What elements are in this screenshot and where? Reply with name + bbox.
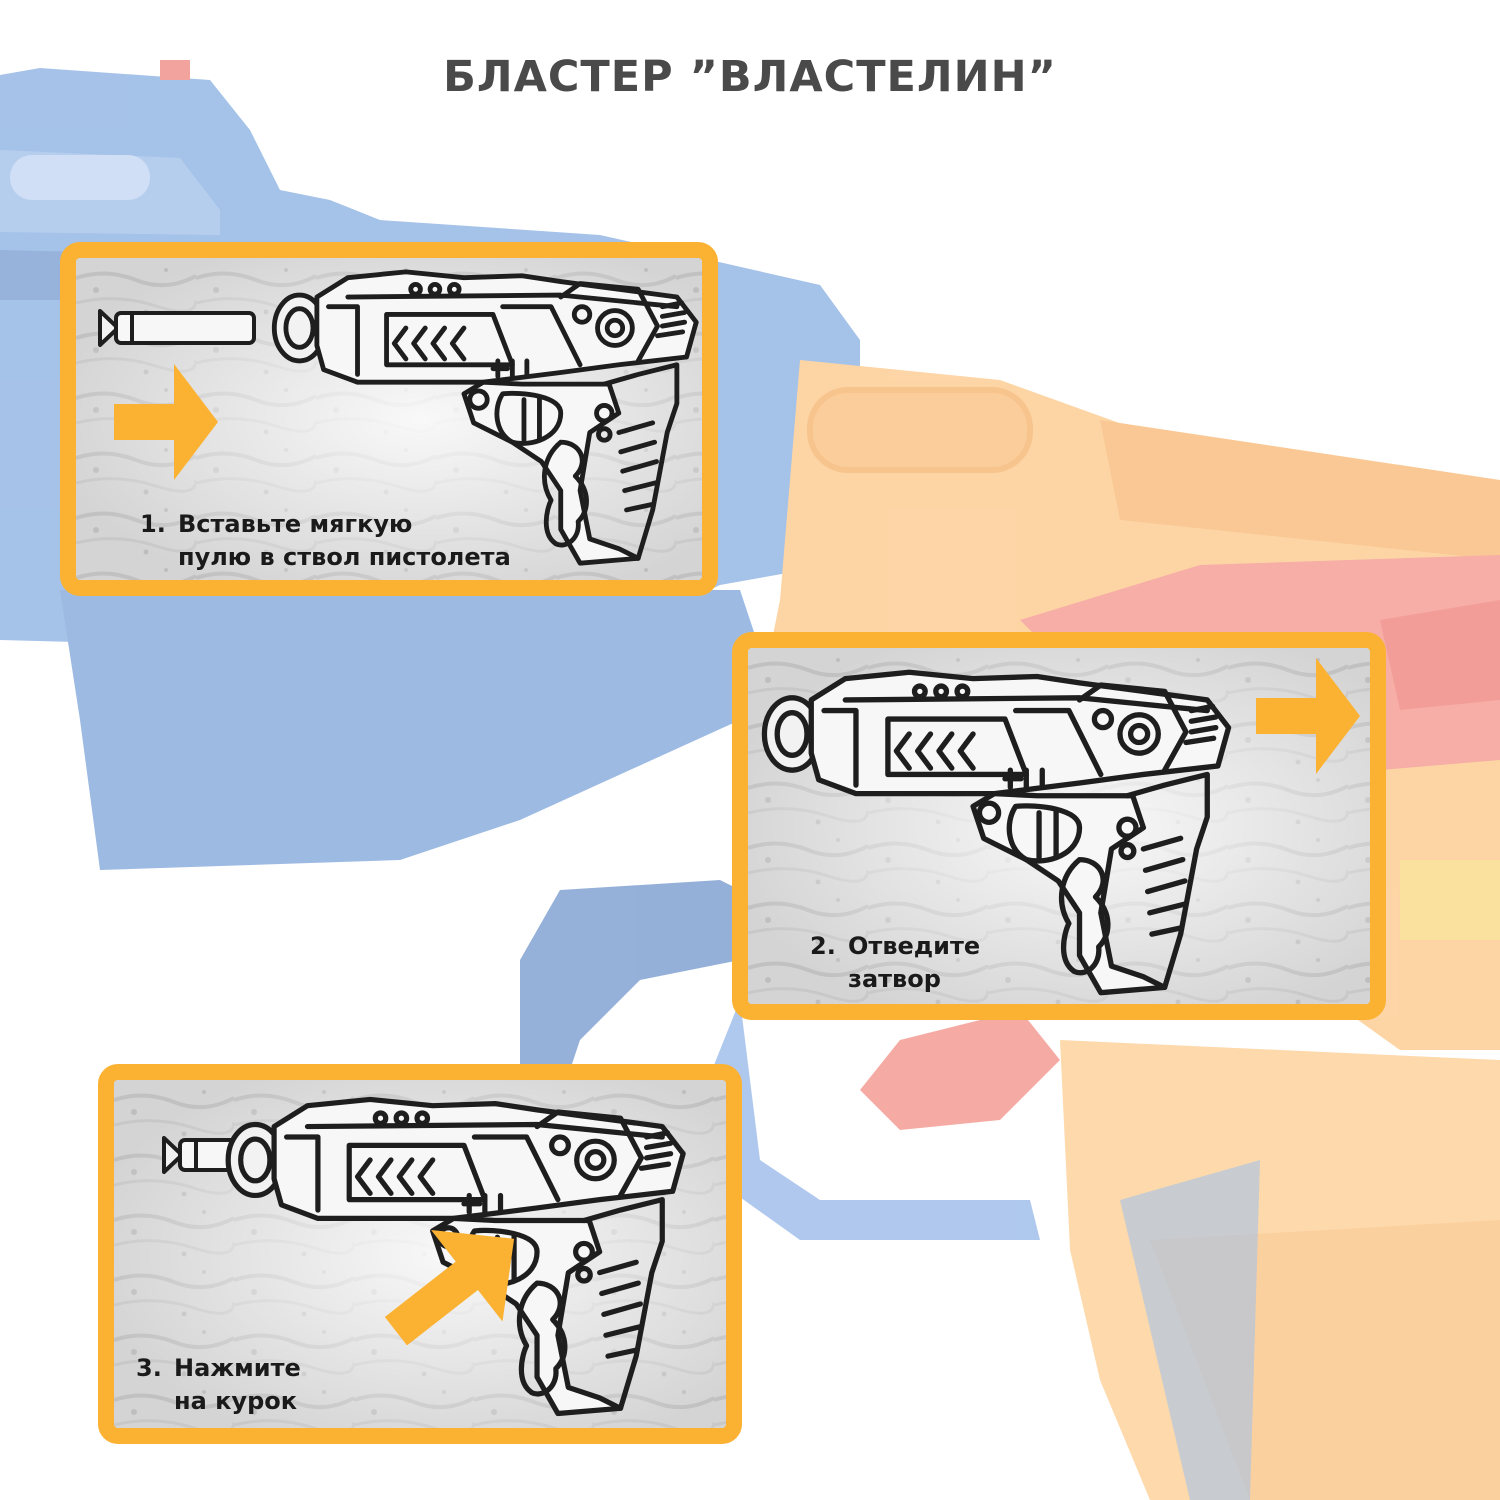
step-number: 3. [136,1354,162,1382]
step-number: 1. [140,510,166,538]
step-text: Вставьте мягкую пулю в ствол пистолета [178,510,511,571]
orange-arrow-icon [114,364,218,480]
step-3-panel: 3. Нажмите на курок [98,1064,742,1444]
orange-arrow-icon [384,1230,515,1346]
foam-dart-icon [98,309,256,347]
page-title: БЛАСТЕР ”ВЛАСТЕЛИН” [443,52,1057,102]
step-text: Отведите затвор [848,932,981,993]
step-number: 2. [810,932,836,960]
step-text: Нажмите на курок [174,1354,301,1415]
step-2-panel: 2. Отведите затвор [732,632,1386,1020]
orange-arrow-icon [1256,658,1360,774]
step-1-panel: 1. Вставьте мягкую пулю в ствол пистолет… [60,242,718,596]
